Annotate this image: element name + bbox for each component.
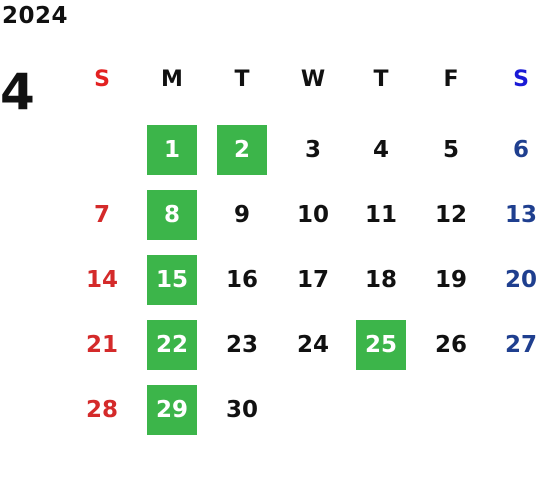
day-cell-1[interactable]: 1 <box>147 125 197 175</box>
year-label: 2024 <box>2 3 69 29</box>
weekday-header-5: F <box>443 67 459 92</box>
day-cell-5[interactable]: 5 <box>442 136 459 163</box>
day-cell-14[interactable]: 14 <box>85 266 118 293</box>
day-cell-3[interactable]: 3 <box>304 136 321 163</box>
day-cell-30[interactable]: 30 <box>225 396 258 423</box>
day-cell-7[interactable]: 7 <box>93 201 110 228</box>
day-cell-6[interactable]: 6 <box>512 136 529 163</box>
weekday-header-0: S <box>94 67 110 92</box>
day-cell-29[interactable]: 29 <box>147 385 197 435</box>
day-cell-8[interactable]: 8 <box>147 190 197 240</box>
weekday-header-4: T <box>373 67 389 92</box>
day-cell-17[interactable]: 17 <box>296 266 329 293</box>
weekday-header-2: T <box>234 67 250 92</box>
day-cell-26[interactable]: 26 <box>434 331 467 358</box>
day-cell-18[interactable]: 18 <box>364 266 397 293</box>
month-label: 4 <box>0 63 35 121</box>
day-cell-19[interactable]: 19 <box>434 266 467 293</box>
day-cell-4[interactable]: 4 <box>372 136 389 163</box>
day-cell-9[interactable]: 9 <box>233 201 250 228</box>
day-cell-20[interactable]: 20 <box>504 266 537 293</box>
day-cell-2[interactable]: 2 <box>217 125 267 175</box>
day-cell-13[interactable]: 13 <box>504 201 537 228</box>
day-cell-27[interactable]: 27 <box>504 331 537 358</box>
weekday-header-1: M <box>161 67 183 92</box>
day-cell-23[interactable]: 23 <box>225 331 258 358</box>
day-cell-24[interactable]: 24 <box>296 331 329 358</box>
day-cell-28[interactable]: 28 <box>85 396 118 423</box>
day-cell-22[interactable]: 22 <box>147 320 197 370</box>
day-cell-21[interactable]: 21 <box>85 331 118 358</box>
day-cell-10[interactable]: 10 <box>296 201 329 228</box>
day-cell-16[interactable]: 16 <box>225 266 258 293</box>
weekday-header-3: W <box>300 67 326 92</box>
day-cell-11[interactable]: 11 <box>364 201 397 228</box>
day-cell-15[interactable]: 15 <box>147 255 197 305</box>
day-cell-25[interactable]: 25 <box>356 320 406 370</box>
weekday-header-6: S <box>513 67 529 92</box>
day-cell-12[interactable]: 12 <box>434 201 467 228</box>
